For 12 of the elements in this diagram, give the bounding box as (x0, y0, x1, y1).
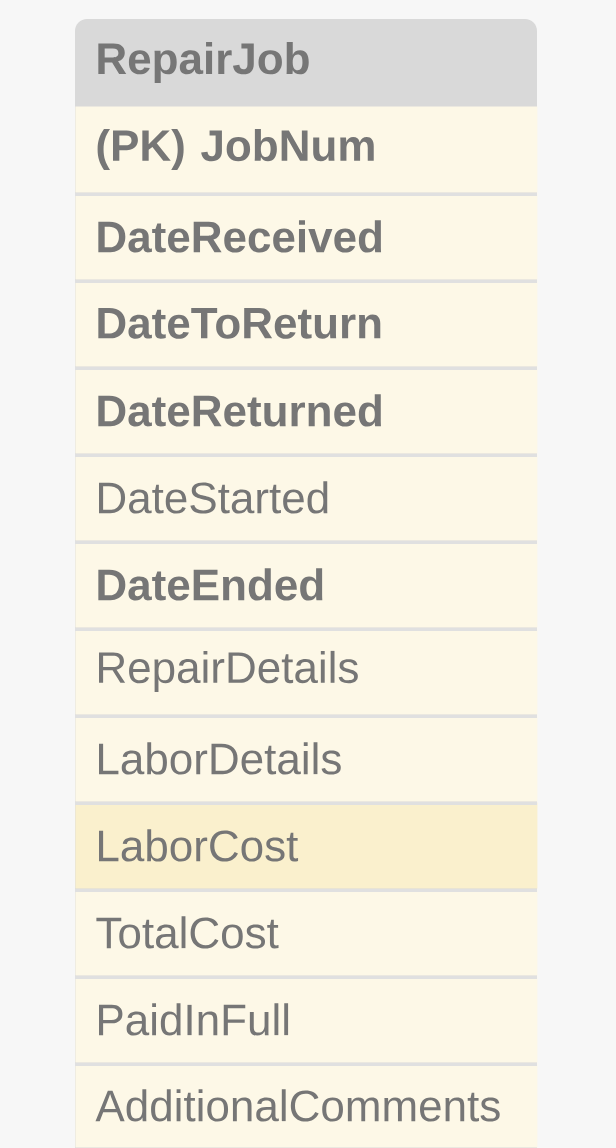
table-row: DateReceived (75, 193, 538, 280)
table-row: (PK) JobNum (75, 106, 538, 193)
table-row: DateReturned (75, 367, 538, 454)
table-row: RepairDetails (75, 628, 538, 715)
table-row: DateToReturn (75, 280, 538, 367)
table-row: PaidInFull (75, 976, 538, 1063)
table-row: AdditionalComments (75, 1063, 538, 1148)
table-row: DateEnded (75, 541, 538, 628)
table-row: LaborDetails (75, 715, 538, 802)
table-row: LaborCost (75, 802, 538, 889)
table-row: TotalCost (75, 889, 538, 976)
table-row: DateStarted (75, 454, 538, 541)
